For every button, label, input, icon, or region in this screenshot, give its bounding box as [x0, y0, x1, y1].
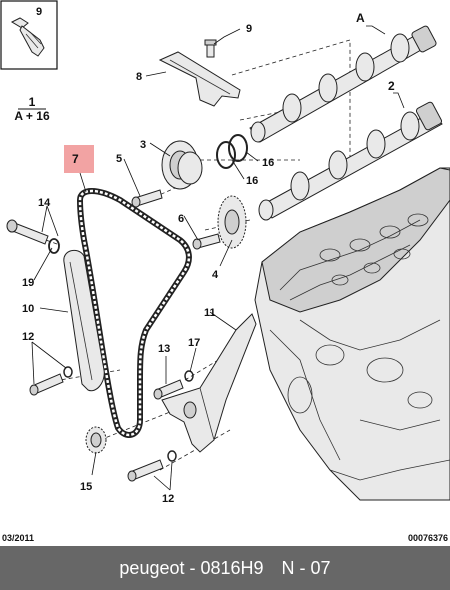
part-info-bar: peugeot - 0816H9 N - 07	[0, 546, 450, 590]
camshaft-exhaust	[258, 101, 443, 221]
label-part-11: 11	[204, 307, 216, 319]
chain-guide-left	[63, 249, 105, 392]
engine-block	[254, 167, 450, 501]
label-part-8: 8	[136, 71, 142, 83]
o-ring-upper	[228, 134, 248, 162]
inset-bolt-icon	[10, 17, 45, 57]
cam-phaser	[161, 140, 203, 190]
label-part-14: 14	[38, 197, 51, 209]
timing-chain-diagram: 9 1 A + 16	[0, 0, 450, 543]
timing-chain	[76, 188, 192, 438]
label-part-16-upper: 16	[262, 157, 274, 169]
label-camshaft-a: A	[356, 11, 365, 25]
tensioner-guide	[161, 313, 257, 453]
footer-date: 03/2011	[2, 533, 34, 543]
tensioner-lower-bolt	[127, 450, 177, 482]
sprocket-bolt	[192, 233, 221, 250]
part-number-text: peugeot - 0816H9	[119, 557, 264, 578]
guide-pivot-bolt	[6, 219, 49, 245]
label-part-13: 13	[158, 343, 170, 355]
formula-numerator: 1	[29, 95, 36, 109]
tensioner-upper-bolt	[153, 379, 184, 400]
phaser-bolt	[131, 189, 163, 208]
tensioner-washer	[184, 370, 194, 382]
footer-reference: 00076376	[408, 533, 448, 543]
inset-bolt-box: 9	[0, 0, 58, 70]
camshaft-intake	[249, 25, 437, 143]
label-part-19: 19	[22, 277, 34, 289]
label-part-7: 7	[72, 152, 79, 166]
label-part-12-bottom: 12	[162, 493, 174, 505]
o-ring-lower	[216, 141, 236, 169]
label-camshaft-2: 2	[388, 79, 395, 93]
leader-lines	[31, 25, 405, 491]
pivot-washer	[48, 238, 60, 254]
label-part-4: 4	[212, 269, 219, 281]
formula-denominator: A + 16	[14, 109, 50, 123]
guide-lower-bolt	[29, 366, 73, 396]
label-part-10: 10	[22, 303, 34, 315]
inset-label: 9	[36, 6, 42, 18]
cam-sprocket	[217, 195, 247, 249]
label-part-3: 3	[140, 139, 146, 151]
page-code-text: N - 07	[281, 557, 331, 578]
label-part-12-left: 12	[22, 331, 34, 343]
crank-sprocket	[85, 426, 107, 454]
label-part-9: 9	[246, 23, 252, 35]
label-part-16-lower: 16	[246, 175, 258, 187]
upper-chain-guide	[158, 51, 241, 107]
label-part-6: 6	[178, 213, 184, 225]
label-part-5: 5	[116, 153, 122, 165]
highlight-box-part7	[64, 145, 94, 173]
label-part-15: 15	[80, 481, 92, 493]
guide-bolt	[204, 39, 217, 58]
label-part-17: 17	[188, 337, 200, 349]
